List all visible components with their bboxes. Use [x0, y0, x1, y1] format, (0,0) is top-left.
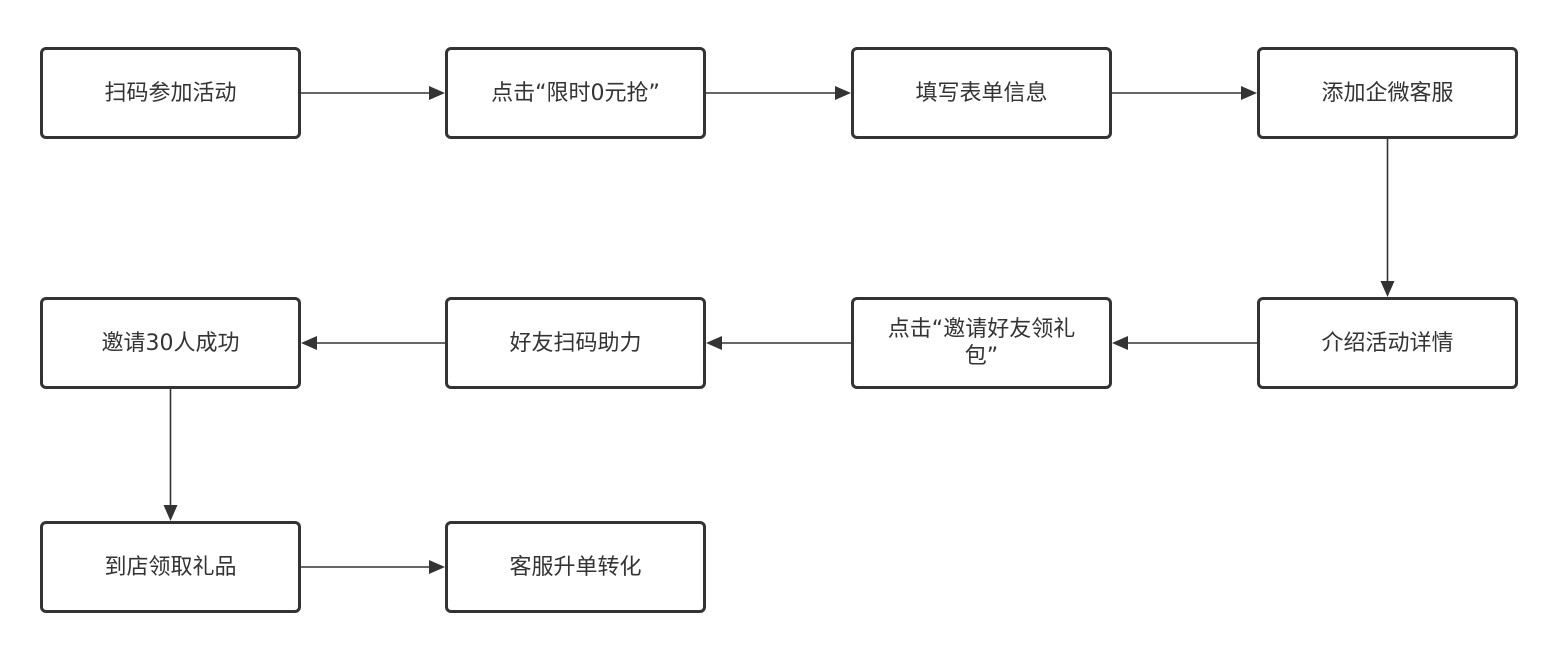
connector-click_limited_free-to-fill_form — [706, 86, 851, 100]
node-fill-form: 填写表单信息 — [851, 47, 1112, 139]
node-label-add-wecom-service: 添加企微客服 — [1321, 80, 1454, 106]
connector-scan_join-to-click_limited_free — [301, 86, 445, 100]
arrowhead-icon — [835, 86, 851, 100]
node-label-click-limited-free: 点击“限时0元抢” — [491, 80, 660, 106]
node-store-pickup-gift: 到店领取礼品 — [40, 521, 301, 613]
connector-invite_30_success-to-store_pickup_gift — [163, 389, 178, 521]
node-label-service-upsell: 客服升单转化 — [509, 554, 642, 580]
node-click-limited-free: 点击“限时0元抢” — [445, 47, 706, 139]
node-label-scan-join: 扫码参加活动 — [104, 80, 237, 106]
arrowhead-icon — [1380, 281, 1395, 297]
arrowhead-icon — [1241, 86, 1257, 100]
connector-add_wecom_service-to-intro_details — [1380, 139, 1395, 297]
arrowhead-icon — [706, 336, 722, 350]
node-service-upsell: 客服升单转化 — [445, 521, 706, 613]
arrowhead-icon — [163, 505, 178, 521]
arrowhead-icon — [429, 560, 445, 574]
node-label-intro-details: 介绍活动详情 — [1321, 330, 1454, 356]
node-intro-details: 介绍活动详情 — [1257, 297, 1518, 389]
node-label-friends-scan-help: 好友扫码助力 — [509, 330, 642, 356]
node-friends-scan-help: 好友扫码助力 — [445, 297, 706, 389]
node-invite-30-success: 邀请30人成功 — [40, 297, 301, 389]
connector-store_pickup_gift-to-service_upsell — [301, 560, 445, 574]
node-label-click-invite-gift: 点击“邀请好友领礼包” — [887, 317, 1076, 369]
node-label-invite-30-success: 邀请30人成功 — [101, 330, 240, 356]
arrowhead-icon — [301, 336, 317, 350]
node-label-store-pickup-gift: 到店领取礼品 — [104, 554, 237, 580]
arrowhead-icon — [429, 86, 445, 100]
node-click-invite-gift: 点击“邀请好友领礼包” — [851, 297, 1112, 389]
node-scan-join: 扫码参加活动 — [40, 47, 301, 139]
node-label-fill-form: 填写表单信息 — [915, 80, 1048, 106]
arrowhead-icon — [1112, 336, 1128, 350]
connector-click_invite_gift-to-friends_scan_help — [706, 336, 851, 350]
connector-intro_details-to-click_invite_gift — [1112, 336, 1257, 350]
node-add-wecom-service: 添加企微客服 — [1257, 47, 1518, 139]
connector-fill_form-to-add_wecom_service — [1112, 86, 1257, 100]
connector-friends_scan_help-to-invite_30_success — [301, 336, 445, 350]
